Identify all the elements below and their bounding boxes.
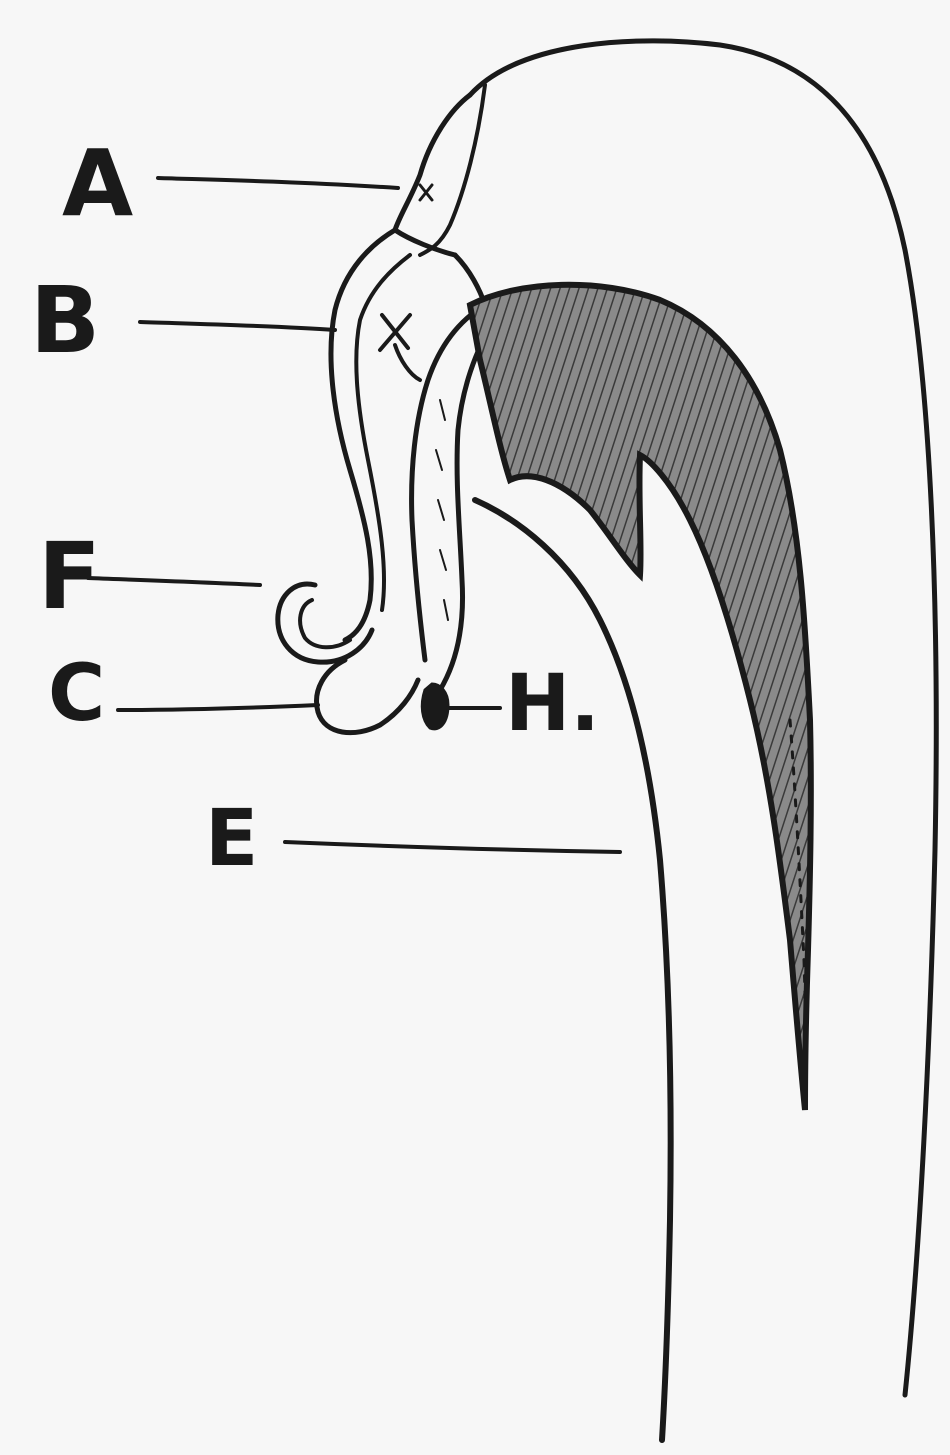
- leader-e: [285, 842, 620, 852]
- label-b: B: [30, 267, 100, 374]
- leader-f: [88, 578, 260, 585]
- leader-b: [140, 322, 335, 330]
- label-f: F: [38, 523, 101, 630]
- c-loop: [317, 660, 418, 733]
- label-a: A: [62, 130, 133, 237]
- b-divider: [395, 345, 420, 380]
- label-e: E: [205, 794, 258, 884]
- middle-stem-texture: [436, 400, 448, 620]
- stem-e: [475, 500, 671, 1440]
- f-hook: [278, 584, 372, 662]
- leader-c: [118, 705, 318, 710]
- segment-b-inner: [356, 255, 410, 610]
- top-tip: [395, 95, 470, 230]
- label-c: C: [48, 649, 105, 739]
- h-knob: [422, 684, 448, 729]
- label-h: H.: [505, 659, 600, 749]
- leader-a: [158, 178, 398, 188]
- a-mark: [420, 185, 432, 200]
